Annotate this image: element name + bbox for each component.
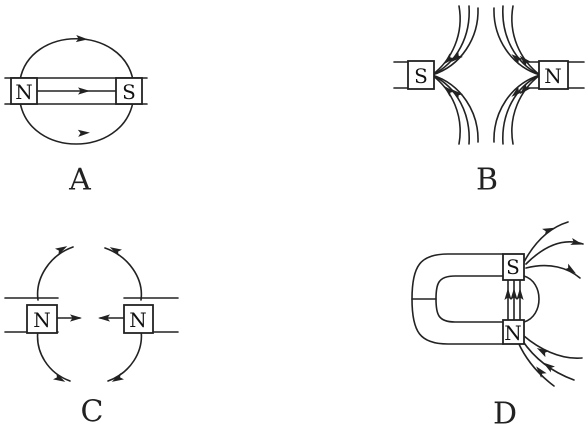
- panel-d-pole-bottom: N: [504, 321, 522, 345]
- panel-c-pole-left: N: [33, 308, 51, 332]
- panel-d-caption: D: [493, 397, 517, 432]
- panel-b-field-lines-left: [431, 5, 479, 145]
- panel-d-magnet-bottom: [502, 319, 525, 345]
- panel-b-caption: B: [476, 163, 498, 198]
- panel-a-field-line-bottom: [19, 101, 134, 145]
- panel-d-magnet-top: [502, 253, 525, 281]
- panel-c-magnet-left: [26, 304, 58, 334]
- panel-c-magnet-right: [123, 304, 154, 334]
- panel-d-pole-top: S: [506, 255, 520, 279]
- panel-a: N S A: [4, 34, 148, 198]
- panel-c-arrows: [53, 243, 124, 385]
- panel-d-horseshoe-inner: [435, 275, 504, 323]
- panel-b: S N B: [393, 5, 585, 198]
- panel-c: N N C: [4, 243, 179, 430]
- panel-b-magnet-left: [407, 60, 435, 90]
- panel-b-magnet-right: [538, 60, 569, 90]
- panel-a-field-line-top: [19, 38, 134, 81]
- panel-d: S N D: [411, 221, 584, 432]
- panel-d-arrows: [504, 224, 584, 378]
- panel-c-caption: C: [81, 395, 104, 430]
- panel-d-field-lines-inner: [507, 275, 540, 323]
- panel-a-pole-right: S: [122, 80, 136, 104]
- panel-c-pole-right: N: [129, 308, 147, 332]
- panel-a-pole-left: N: [15, 80, 33, 104]
- panel-a-magnet-right: [115, 77, 143, 105]
- panel-a-arrow-bottom: [77, 129, 91, 137]
- panel-b-arrows: [441, 51, 531, 100]
- panel-b-pole-left: S: [414, 64, 428, 88]
- panel-d-field-lines-outer: [517, 221, 584, 387]
- panel-b-field-lines-right: [493, 5, 541, 145]
- panel-b-pole-right: N: [544, 64, 562, 88]
- panel-a-caption: A: [68, 163, 91, 198]
- panel-a-magnet-left: [10, 77, 38, 105]
